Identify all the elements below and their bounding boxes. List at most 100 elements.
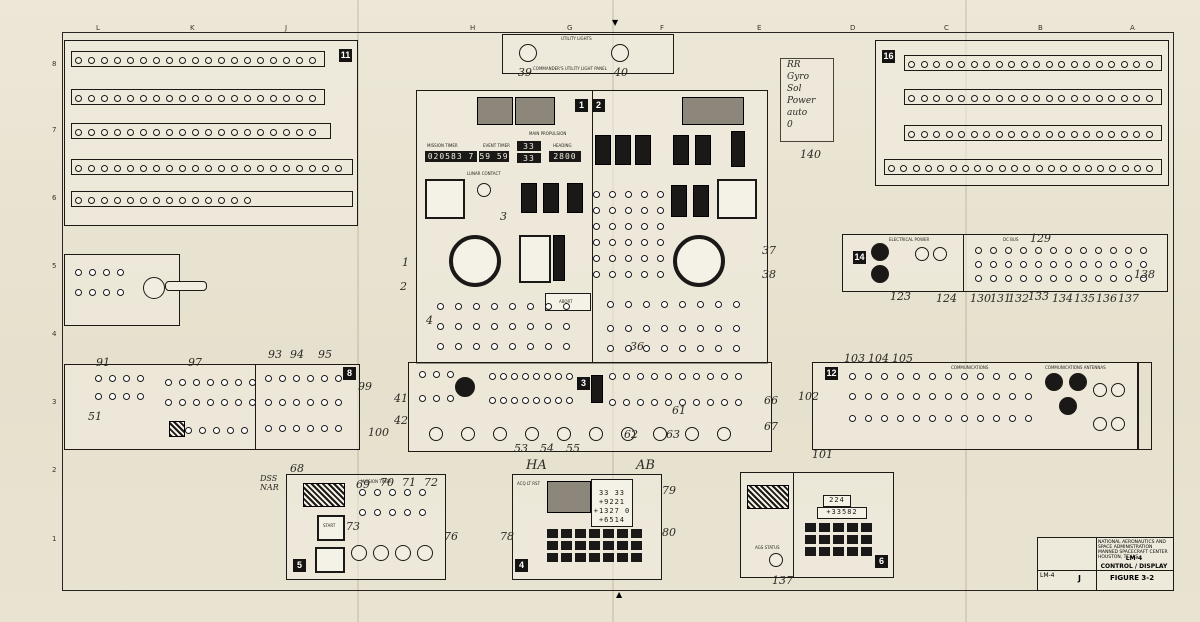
circuit-breaker[interactable] [998, 165, 1006, 172]
circuit-breaker[interactable] [912, 165, 920, 172]
toggle-switch[interactable] [990, 275, 997, 282]
toggle-switch[interactable] [359, 509, 366, 516]
hatched-switch[interactable] [169, 421, 185, 437]
circuit-breaker[interactable] [127, 165, 134, 172]
toggle-switch[interactable] [335, 425, 342, 432]
circuit-breaker[interactable] [937, 165, 945, 172]
toggle-switch[interactable] [707, 399, 714, 406]
circuit-breaker[interactable] [1146, 165, 1154, 172]
toggle-switch[interactable] [307, 375, 314, 382]
toggle-switch[interactable] [1005, 261, 1012, 268]
toggle-switch[interactable] [609, 223, 616, 230]
toggle-switch[interactable] [511, 373, 518, 380]
toggle-switch[interactable] [735, 373, 742, 380]
circuit-breaker[interactable] [1033, 131, 1040, 138]
circuit-breaker[interactable] [88, 95, 95, 102]
toggle-switch[interactable] [241, 427, 248, 434]
toggle-switch[interactable] [235, 399, 242, 406]
circuit-breaker[interactable] [983, 131, 990, 138]
circuit-breaker[interactable] [1020, 95, 1028, 102]
circuit-breaker[interactable] [179, 95, 186, 102]
circuit-breaker[interactable] [933, 61, 940, 68]
circuit-breaker[interactable] [1108, 61, 1115, 68]
circuit-breaker[interactable] [127, 57, 134, 64]
toggle-switch[interactable] [455, 323, 462, 330]
circuit-breaker[interactable] [114, 165, 121, 172]
toggle-switch[interactable] [1050, 275, 1057, 282]
toggle-switch[interactable] [623, 373, 630, 380]
toggle-switch[interactable] [249, 379, 256, 386]
circuit-breaker[interactable] [309, 129, 316, 136]
toggle-switch[interactable] [897, 393, 904, 400]
circuit-breaker[interactable] [192, 95, 199, 102]
toggle-switch[interactable] [473, 303, 480, 310]
toggle-switch[interactable] [89, 269, 96, 276]
toggle-switch[interactable] [1009, 415, 1016, 422]
circuit-breaker[interactable] [1070, 95, 1078, 102]
toggle-switch[interactable] [293, 375, 300, 382]
toggle-switch[interactable] [609, 207, 616, 214]
circuit-breaker[interactable] [127, 95, 134, 102]
circuit-breaker[interactable] [1020, 131, 1028, 138]
rotary-knob[interactable] [455, 377, 475, 397]
toggle-switch[interactable] [679, 301, 686, 308]
circuit-breaker[interactable] [231, 95, 238, 102]
toggle-switch[interactable] [961, 373, 968, 380]
toggle-switch[interactable] [679, 373, 686, 380]
toggle-switch[interactable] [279, 375, 286, 382]
circuit-breaker[interactable] [1035, 165, 1043, 172]
circuit-breaker[interactable] [257, 165, 264, 172]
circuit-breaker[interactable] [322, 165, 329, 172]
toggle-switch[interactable] [665, 399, 672, 406]
toggle-switch[interactable] [1095, 261, 1102, 268]
toggle-switch[interactable] [193, 379, 200, 386]
toggle-switch[interactable] [321, 425, 328, 432]
toggle-switch[interactable] [641, 271, 648, 278]
circuit-breaker[interactable] [166, 95, 173, 102]
circuit-breaker[interactable] [1145, 131, 1153, 138]
circuit-breaker[interactable] [231, 129, 238, 136]
toggle-switch[interactable] [721, 373, 728, 380]
circuit-breaker[interactable] [75, 57, 82, 64]
circuit-breaker[interactable] [75, 197, 82, 204]
circuit-breaker[interactable] [127, 129, 134, 136]
circuit-breaker[interactable] [920, 131, 928, 138]
dsky-key[interactable] [547, 529, 558, 538]
circuit-breaker[interactable] [257, 129, 264, 136]
toggle-switch[interactable] [1140, 261, 1147, 268]
toggle-switch[interactable] [1020, 275, 1027, 282]
toggle-switch[interactable] [75, 269, 82, 276]
toggle-switch[interactable] [509, 303, 516, 310]
dsky-key[interactable] [603, 553, 614, 562]
toggle-switch[interactable] [735, 399, 742, 406]
toggle-switch[interactable] [1125, 275, 1132, 282]
circuit-breaker[interactable] [257, 57, 264, 64]
toggle-switch[interactable] [389, 489, 396, 496]
circuit-breaker[interactable] [970, 95, 978, 102]
toggle-switch[interactable] [625, 325, 632, 332]
circuit-breaker[interactable] [296, 165, 303, 172]
keypad-key[interactable] [819, 523, 830, 532]
circuit-breaker[interactable] [970, 61, 978, 68]
circuit-breaker[interactable] [1045, 131, 1053, 138]
toggle-switch[interactable] [697, 345, 704, 352]
toggle-switch[interactable] [321, 375, 328, 382]
circuit-breaker[interactable] [908, 131, 915, 138]
circuit-breaker[interactable] [1095, 131, 1103, 138]
circuit-breaker[interactable] [945, 95, 953, 102]
circuit-breaker[interactable] [218, 57, 225, 64]
toggle-switch[interactable] [865, 373, 872, 380]
toggle-switch[interactable] [881, 415, 888, 422]
toggle-switch[interactable] [661, 345, 668, 352]
circuit-breaker[interactable] [101, 197, 108, 204]
circuit-breaker[interactable] [1065, 247, 1072, 254]
toggle-switch[interactable] [929, 393, 936, 400]
circuit-breaker[interactable] [995, 131, 1003, 138]
toggle-switch[interactable] [509, 323, 516, 330]
circuit-breaker[interactable] [920, 95, 928, 102]
circuit-breaker[interactable] [945, 131, 953, 138]
circuit-breaker[interactable] [257, 95, 264, 102]
toggle-switch[interactable] [555, 397, 562, 404]
toggle-switch[interactable] [657, 207, 664, 214]
toggle-switch[interactable] [109, 393, 116, 400]
